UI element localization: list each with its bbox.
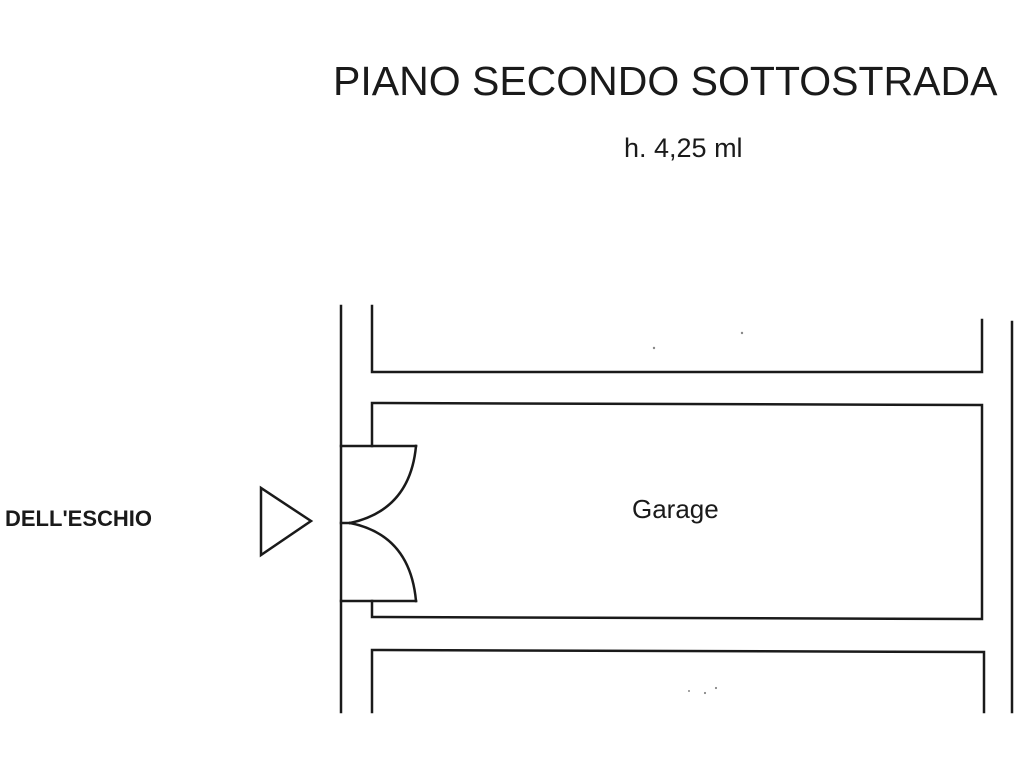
street-label: DELL'ESCHIO (5, 506, 153, 531)
garage-wall (370, 401, 984, 621)
plan-title: PIANO SECONDO SOTTOSTRADA (333, 58, 998, 104)
entrance-arrow-icon (259, 485, 314, 558)
ceiling-height-label: h. 4,25 ml (624, 133, 743, 163)
garage-label: Garage (632, 494, 719, 524)
scan-specks (652, 331, 744, 695)
door-swing-top (348, 444, 418, 525)
door-swing-bottom (348, 521, 418, 603)
upper-room-outline (370, 304, 984, 374)
lower-room-outline (370, 648, 986, 714)
